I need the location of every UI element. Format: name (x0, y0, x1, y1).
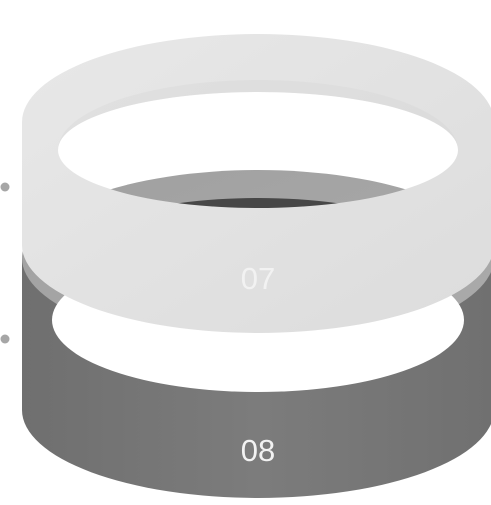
ring-07-label: 07 (241, 261, 275, 296)
ring-07: 07 (22, 34, 491, 333)
ring-08-label: 08 (241, 433, 275, 468)
marker-dot-08 (1, 335, 10, 344)
marker-dot-07 (1, 183, 10, 192)
